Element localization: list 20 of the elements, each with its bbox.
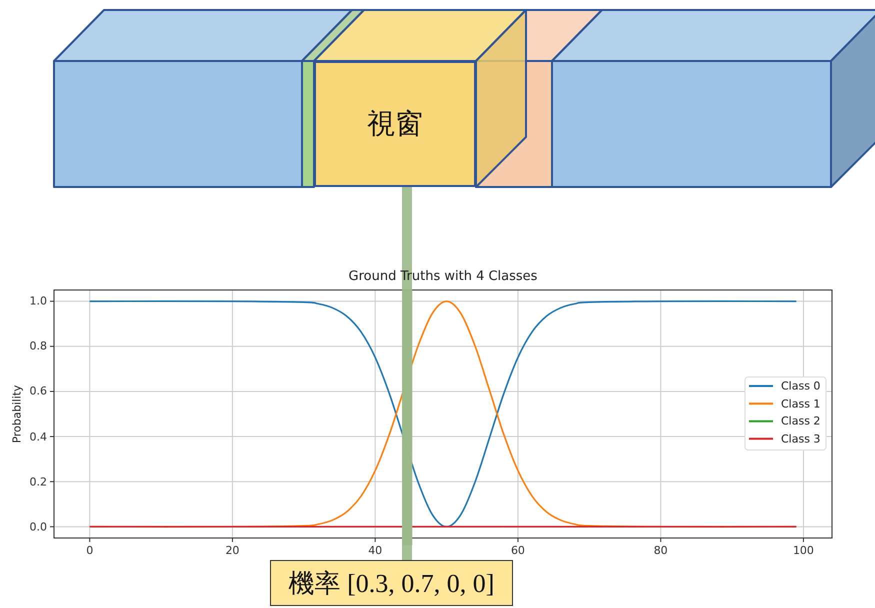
legend-label: Class 0: [781, 380, 820, 392]
tick-label: 0.0: [30, 520, 47, 534]
tick-label: 40: [368, 544, 382, 557]
tick-label: 0.2: [30, 475, 47, 488]
axis-label: Probability: [10, 384, 24, 444]
tick-label: 0: [86, 544, 94, 557]
legend-label: Class 2: [781, 414, 820, 428]
tick-label: 0.8: [30, 340, 47, 353]
tick-label: 0.4: [30, 430, 47, 444]
tick-label: 60: [510, 544, 525, 557]
legend-label: Class 1: [781, 397, 820, 410]
probability-label: 機率 [0.3, 0.7, 0, 0]: [270, 560, 513, 606]
legend-label: Class 3: [781, 432, 820, 446]
chart-title: Ground Truths with 4 Classes: [348, 269, 538, 284]
tick-label: 100: [792, 544, 814, 557]
tick-label: 0.6: [30, 384, 47, 398]
tick-label: 1.0: [30, 294, 47, 308]
tick-label: 20: [225, 544, 240, 557]
tick-label: 80: [654, 544, 668, 557]
window-box: 視窗: [314, 61, 476, 187]
